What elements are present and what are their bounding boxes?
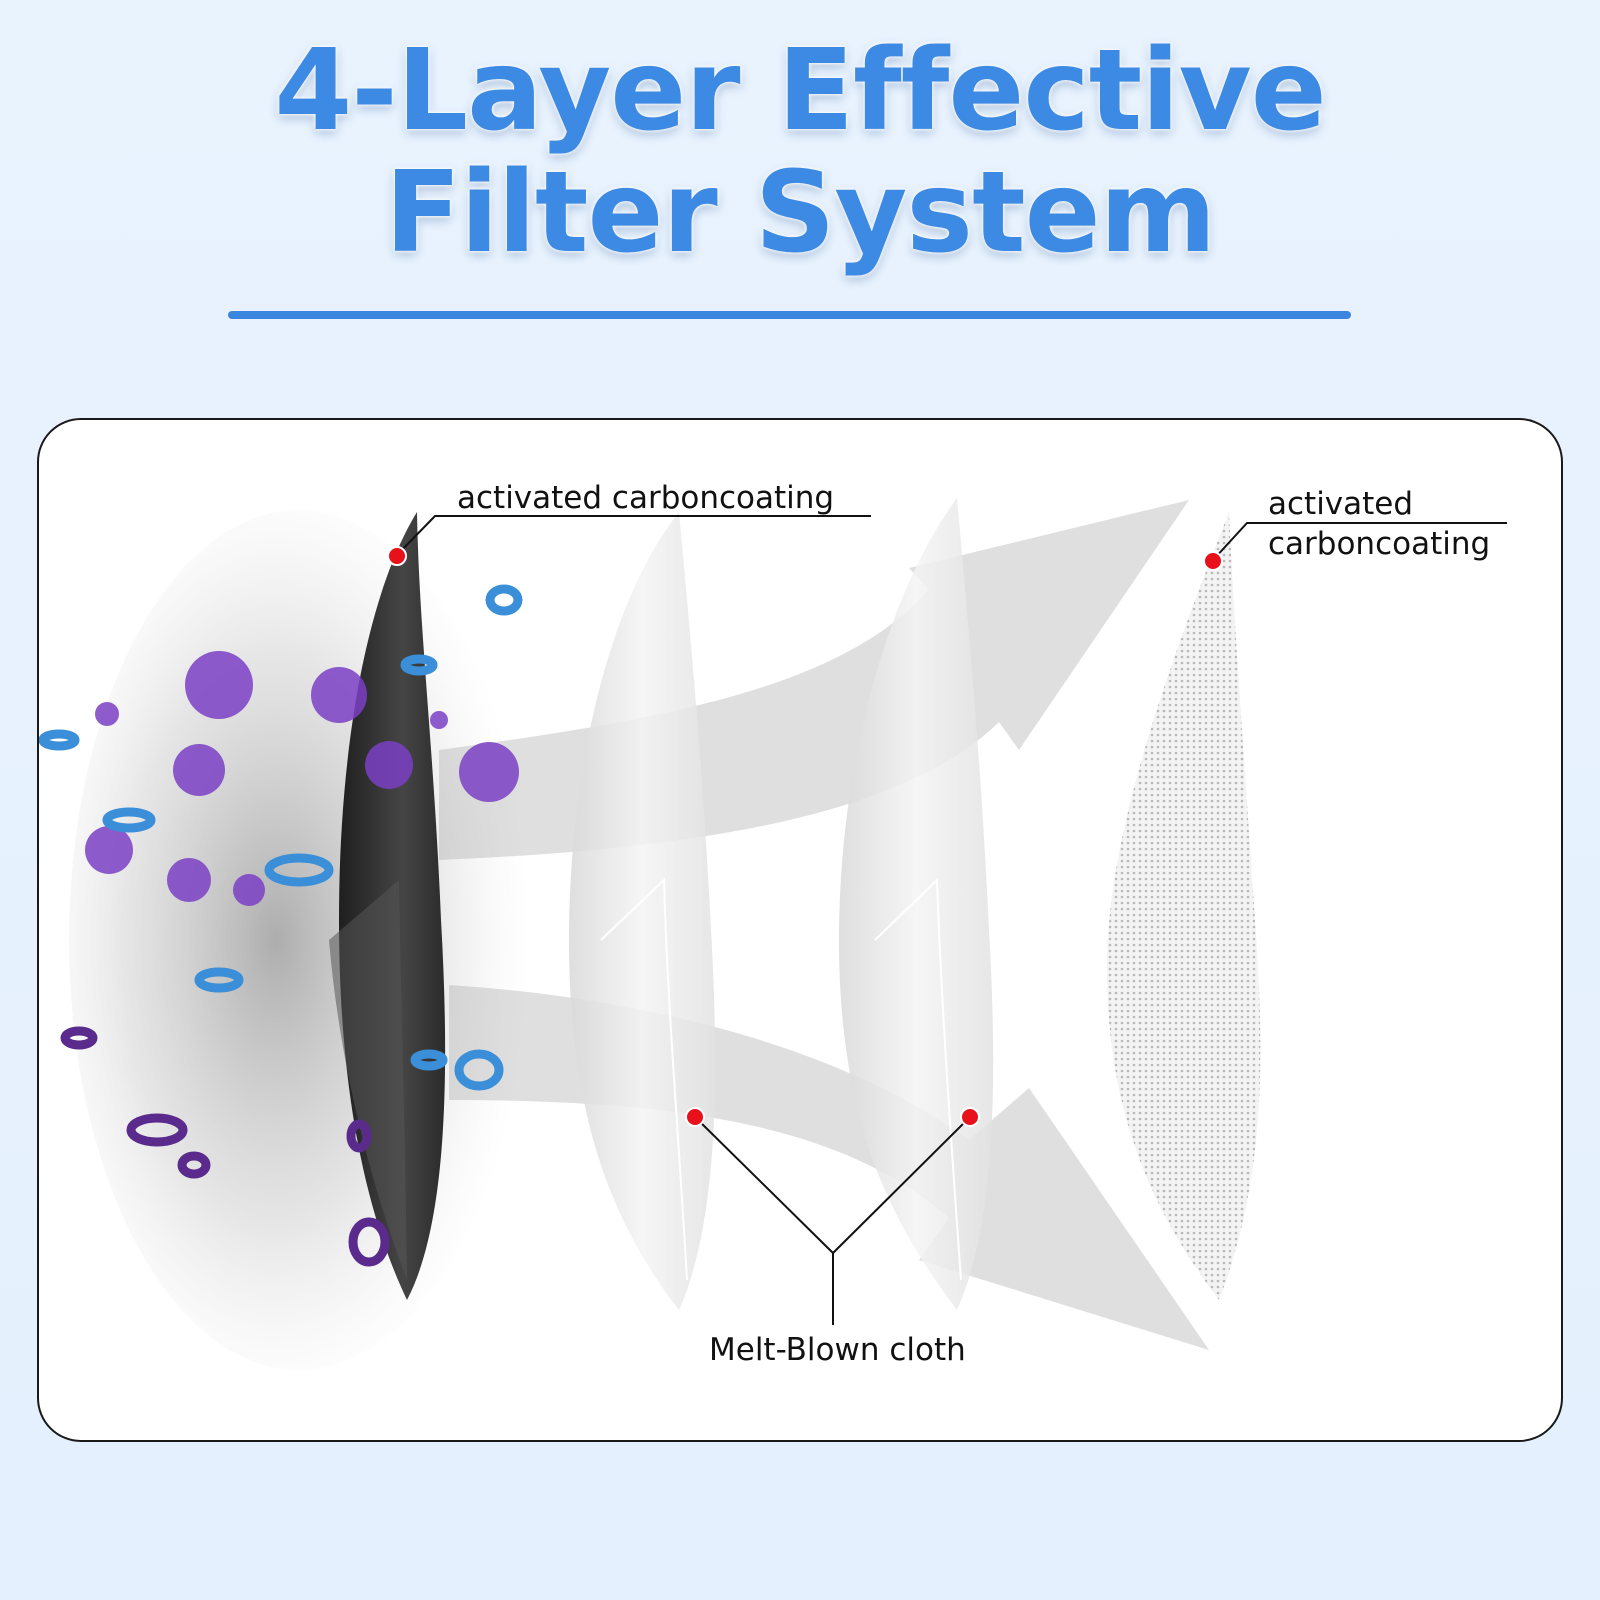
marker-meltblown-1	[685, 1107, 705, 1127]
virus-particle	[185, 651, 253, 719]
title-underline	[228, 311, 1351, 319]
marker-meltblown-2	[960, 1107, 980, 1127]
virus-particle	[311, 667, 367, 723]
leader-inner-carbon	[1212, 522, 1507, 561]
layer-outer-carbon-fold	[329, 880, 407, 1280]
layer-meltblown-2	[839, 498, 994, 1310]
layer-meltblown-1-fold	[600, 877, 688, 1281]
layer-meltblown-2-fold	[874, 877, 962, 1281]
ring-particle	[400, 654, 438, 676]
dust-cloud	[69, 510, 529, 1370]
ring-particle	[454, 1049, 504, 1091]
blue-particles	[39, 584, 523, 1091]
title-line-2: Filter System	[384, 148, 1217, 278]
ring-particle	[346, 1119, 372, 1153]
ring-particle	[60, 1026, 98, 1050]
leader-meltblown-right	[832, 1116, 971, 1254]
leader-lines	[396, 515, 1507, 1325]
virus-particle	[95, 702, 119, 726]
virus-particle	[167, 858, 211, 902]
ring-particle	[126, 1113, 188, 1147]
layer-meltblown-1	[569, 512, 716, 1310]
leader-meltblown-left	[694, 1116, 834, 1254]
filter-diagram-panel: activated carboncoating activated carbon…	[37, 418, 1563, 1442]
dark-particles	[60, 1026, 390, 1267]
ring-particle	[410, 1049, 448, 1071]
ring-particle	[348, 1217, 390, 1267]
virus-particle	[459, 742, 519, 802]
marker-inner-carbon	[1203, 551, 1223, 571]
virus-particle	[173, 744, 225, 796]
virus-particle	[85, 826, 133, 874]
title-line-1: 4-Layer Effective	[274, 26, 1326, 156]
airflow-arrow-lower	[449, 985, 1209, 1350]
filter-layers-diagram	[39, 498, 1507, 1370]
label-inner-carbon-line-1: activated	[1268, 486, 1414, 522]
ring-particle	[177, 1151, 211, 1179]
layer-inner-carbon	[1106, 512, 1261, 1300]
virus-particle	[430, 711, 448, 729]
ring-particle	[102, 807, 156, 833]
label-inner-carbon-line-2: carboncoating	[1268, 526, 1491, 562]
leader-outer-carbon	[396, 515, 871, 556]
page-title: 4-Layer Effective Filter System	[0, 30, 1600, 274]
ring-particle	[194, 967, 244, 993]
virus-particle	[365, 741, 413, 789]
label-meltblown: Melt-Blown cloth	[709, 1332, 966, 1368]
virus-particle	[233, 874, 265, 906]
label-outer-carbon: activated carboncoating	[457, 480, 835, 516]
purple-particles	[85, 651, 519, 906]
ring-particle	[264, 853, 334, 887]
ring-particle	[485, 584, 523, 616]
layer-markers	[387, 546, 1223, 1127]
marker-outer-carbon	[387, 546, 407, 566]
ring-particle	[39, 729, 80, 751]
airflow-arrow-upper	[439, 500, 1189, 860]
